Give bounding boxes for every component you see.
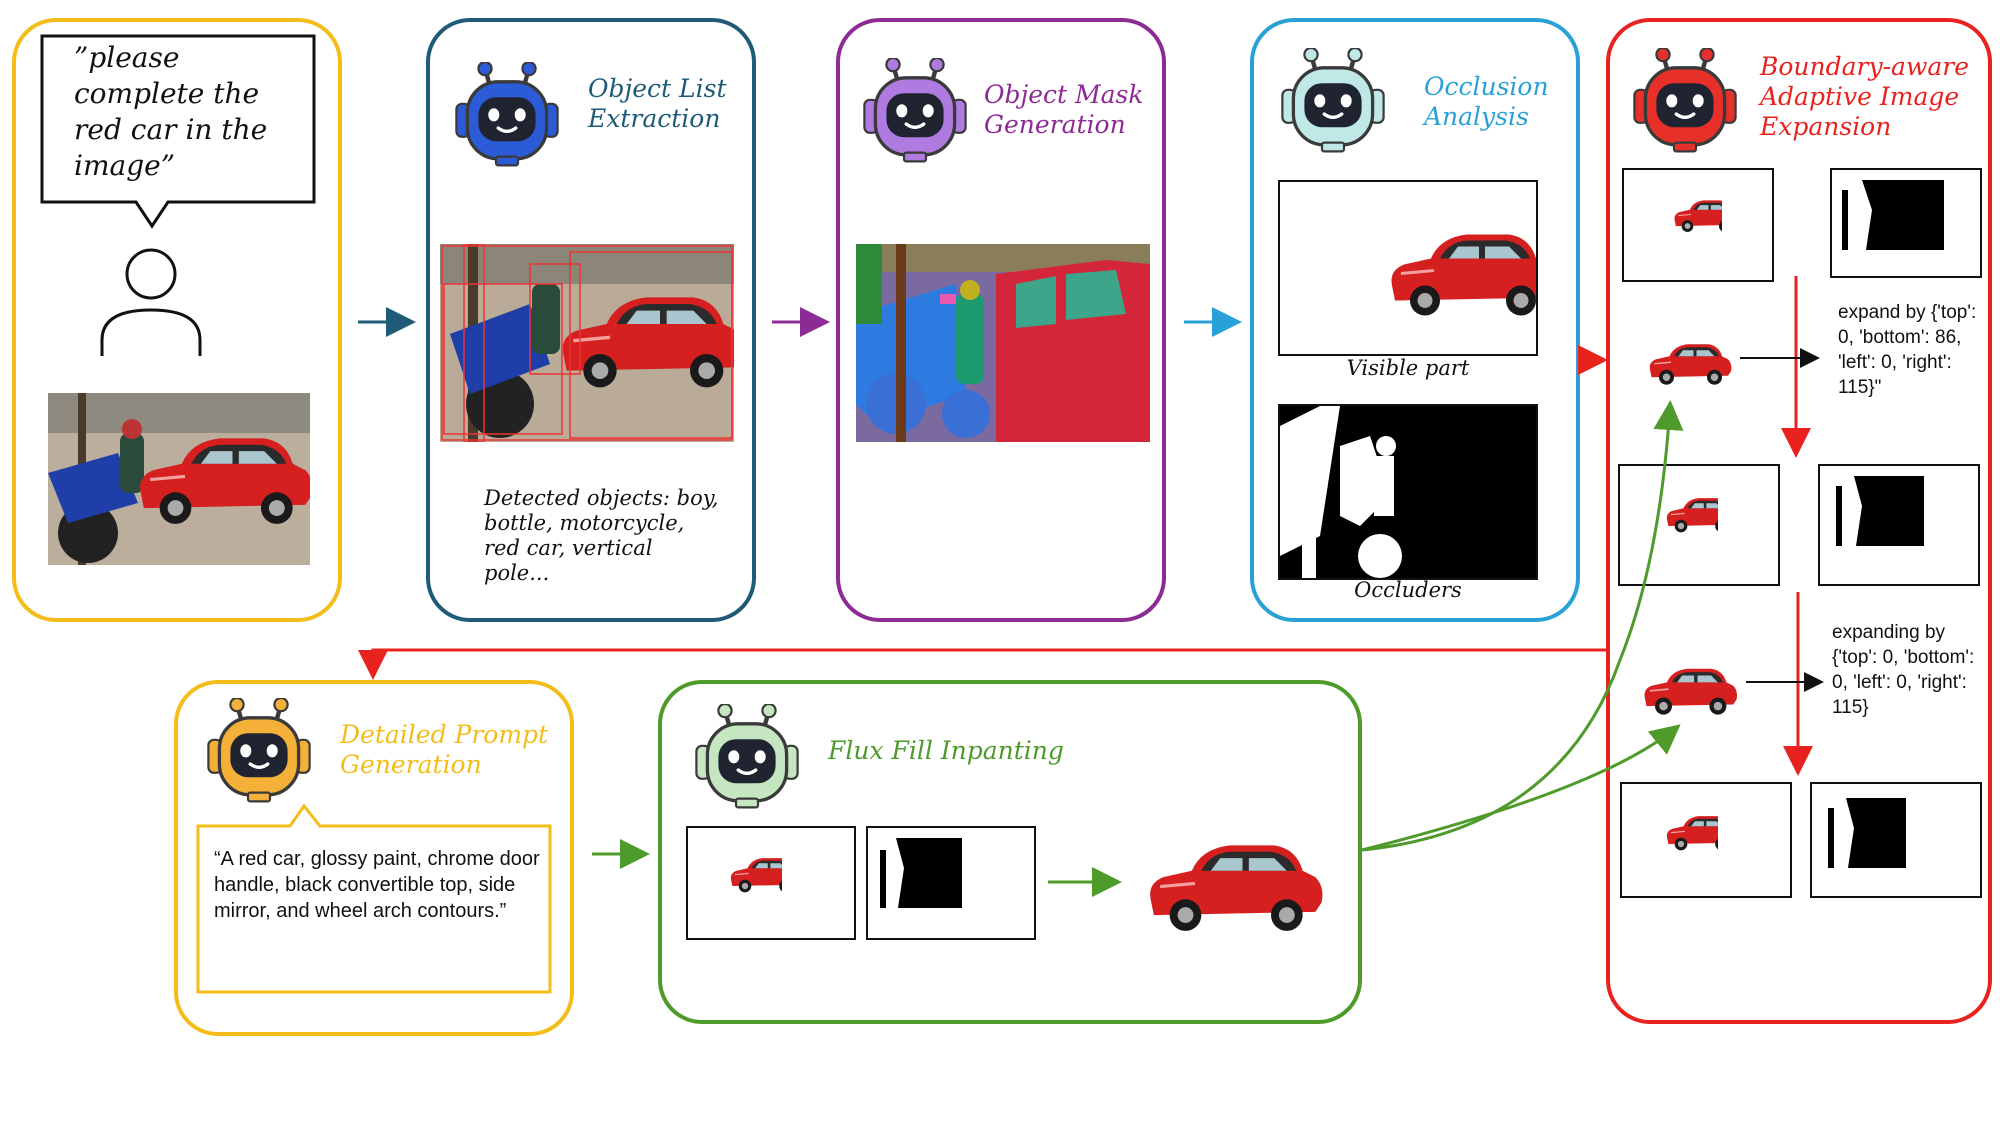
car-crop [1673, 170, 1772, 280]
prompt-text: “A red car, glossy paint, chrome door ha… [214, 848, 540, 922]
arrow-prompt-to-flux [592, 839, 650, 869]
flux-input-mask [866, 826, 1036, 940]
prompt-title: Detailed Prompt Generation [340, 720, 549, 779]
mask-crop [1828, 476, 1924, 546]
expand-step2-image [1618, 464, 1780, 586]
expand-text-2: expanding by {'top': 0, 'bottom': 0, 'le… [1832, 622, 1975, 718]
occluders-caption: Occluders [1354, 578, 1462, 602]
completed-car-image [1138, 810, 1328, 960]
speech-text: ”please complete the red car in the imag… [74, 41, 268, 182]
speech-bubble: ”please complete the red car in the imag… [40, 34, 316, 229]
expand-text-1: expand by {'top': 0, 'bottom': 86, 'left… [1838, 302, 1977, 398]
occlusion-title: Occlusion Analysis [1424, 72, 1549, 131]
segmentation-drawing [856, 244, 1150, 442]
occluders-image [1278, 404, 1538, 580]
arrow-down-1 [1781, 276, 1811, 458]
flux-title: Flux Fill Inpanting [828, 736, 1064, 765]
arrow-mask-to-occlusion [1184, 307, 1242, 337]
car-crop [729, 828, 854, 938]
user-outline-icon [100, 248, 202, 356]
prompt-callout-box [196, 803, 552, 994]
visible-part-image [1278, 180, 1538, 356]
arrow-user-to-objectlist [358, 307, 416, 337]
visible-part-caption: Visible part [1346, 356, 1470, 380]
segmentation-mask [856, 244, 1150, 442]
expand-step2-mask [1818, 464, 1980, 586]
object-mask-title: Object Mask Generation [984, 80, 1144, 139]
arrow-flux-result [1048, 867, 1122, 897]
car-crop [1665, 466, 1778, 584]
expand-step3-image [1620, 782, 1792, 898]
arrow-occlusion-to-boundary [1578, 345, 1608, 375]
street-scene-photo [48, 393, 310, 565]
mask-crop [872, 838, 962, 908]
object-list-title: Object List Extraction [588, 74, 727, 133]
detected-objects-text: Detected objects: boy, bottle, motorcycl… [484, 486, 719, 585]
expand-step1-image [1622, 168, 1774, 282]
expand-step3-mask [1810, 782, 1982, 898]
boundary-title: Boundary-aware Adaptive Image Expansion [1760, 52, 1970, 141]
robot-icon [692, 704, 802, 814]
mask-crop [1834, 180, 1944, 250]
occluders-drawing [1280, 406, 1536, 578]
speech-bubble-shape [40, 34, 316, 229]
robot-icon [204, 698, 314, 808]
mask-crop [1820, 798, 1906, 868]
arrow-objectlist-to-mask [772, 307, 830, 337]
street-scene-drawing [48, 393, 310, 565]
detection-boxes-photo [440, 244, 734, 442]
arrow-right-2 [1746, 672, 1824, 692]
car-crop [1665, 784, 1790, 896]
arrow-right-1 [1740, 348, 1820, 368]
detection-drawing [440, 244, 734, 442]
flux-input-image [686, 826, 856, 940]
expand-step1-mask [1830, 168, 1982, 278]
